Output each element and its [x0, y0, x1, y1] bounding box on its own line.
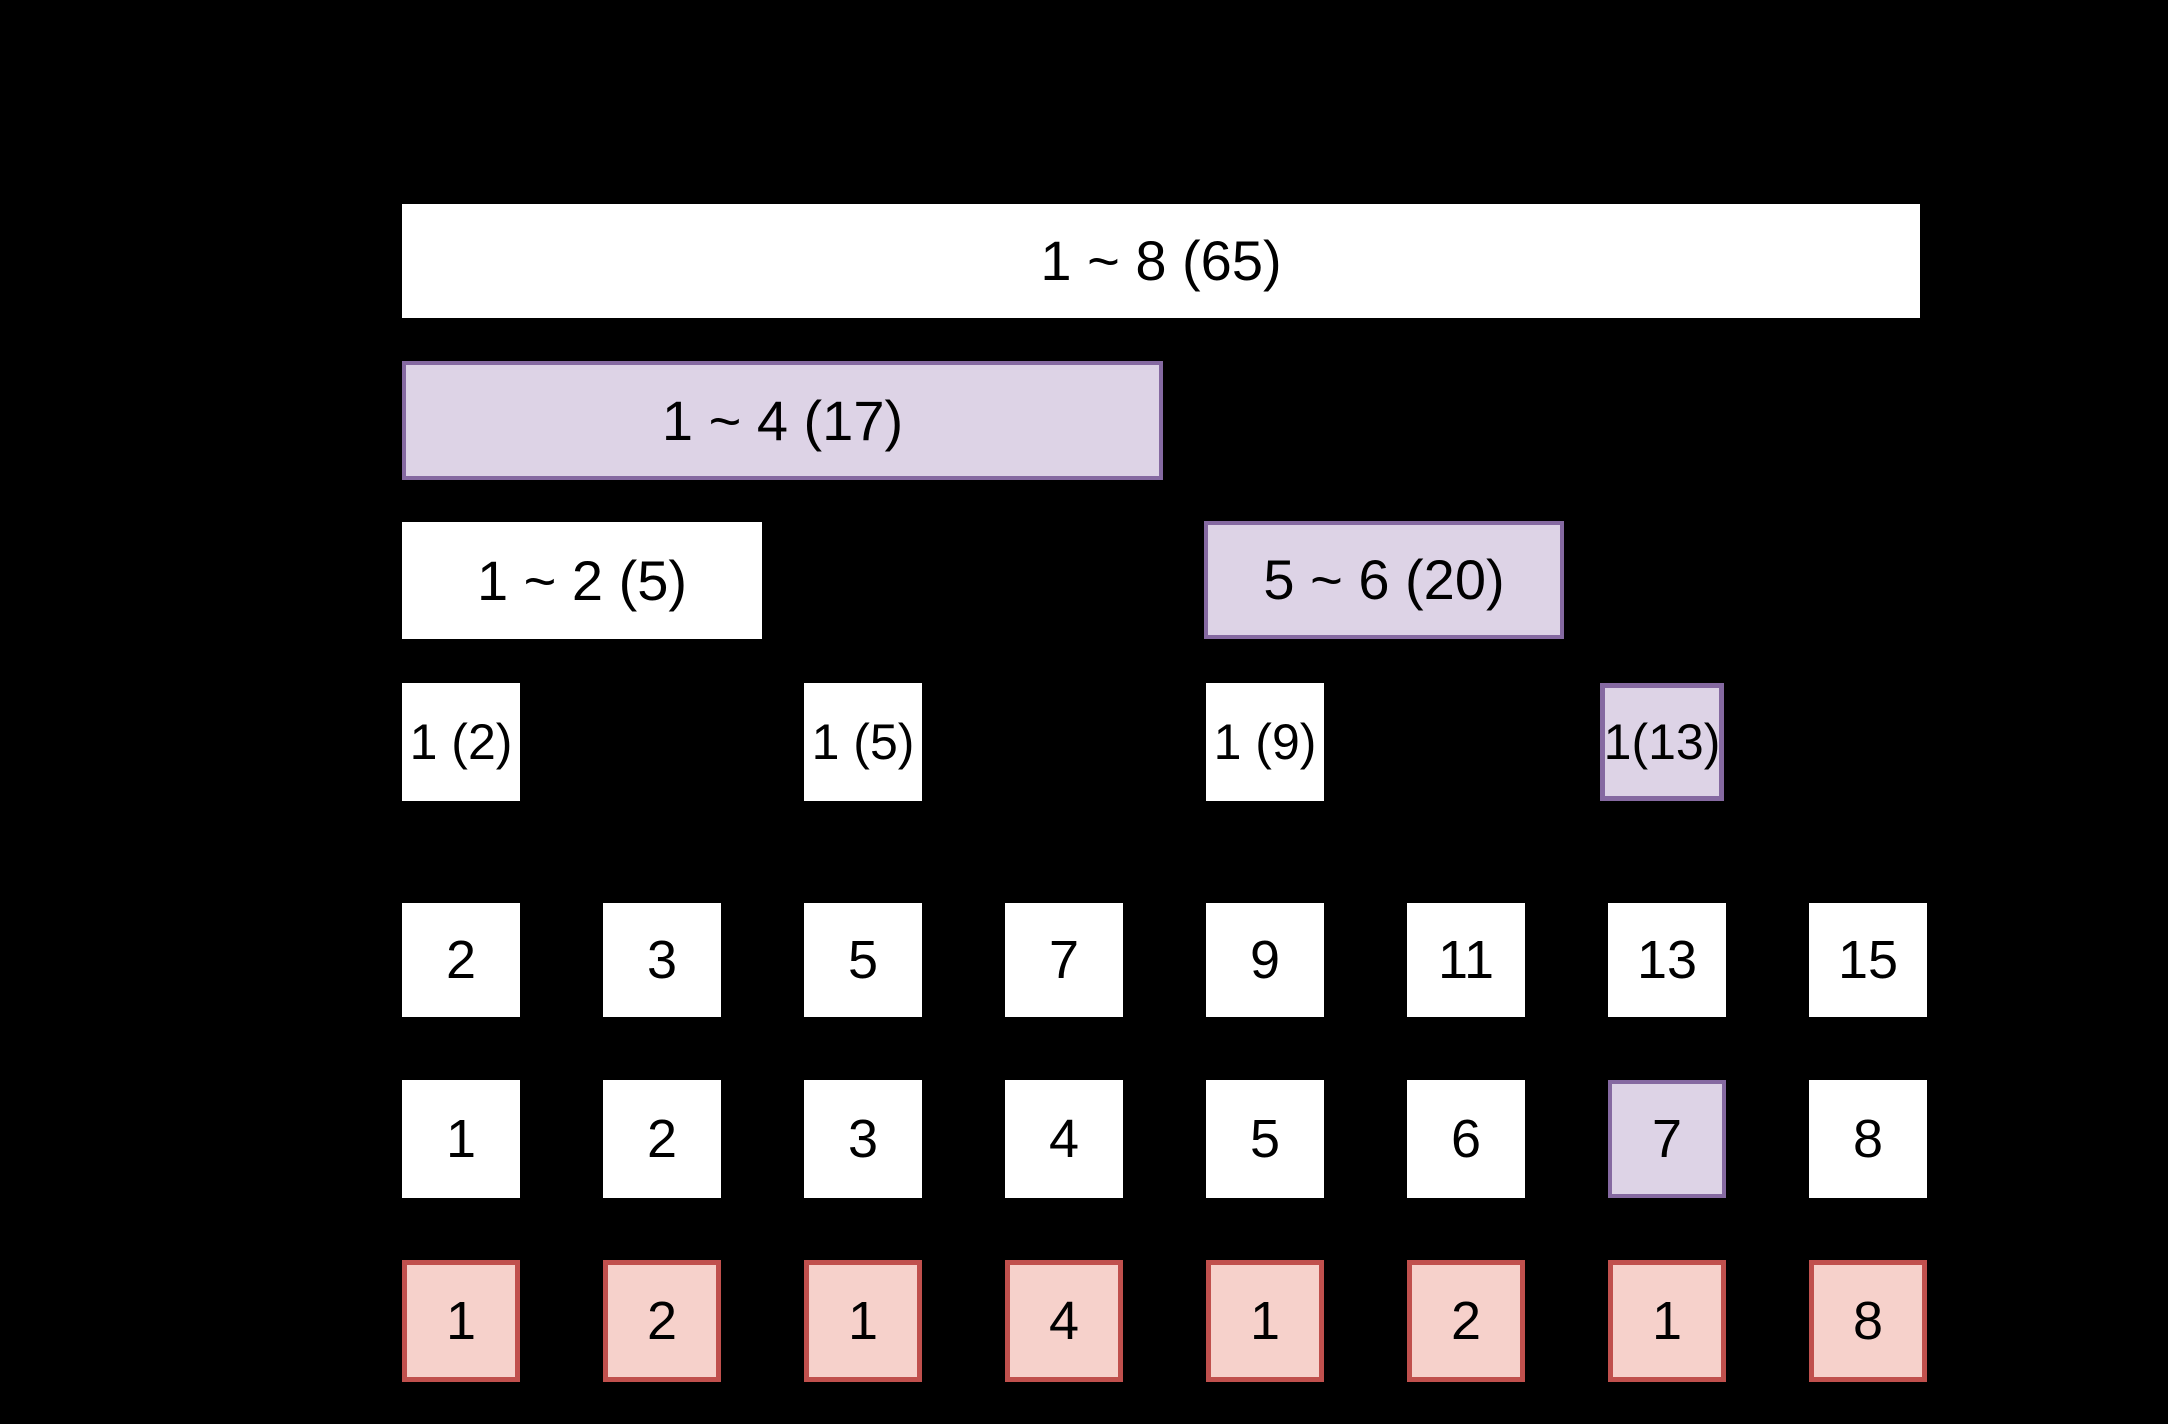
lowbit-cell: 8 — [1809, 1260, 1927, 1382]
value-cell: 9 — [1206, 903, 1324, 1017]
tree-node-leaf-7: 1(13) — [1600, 683, 1724, 801]
value-cell: 5 — [804, 903, 922, 1017]
tree-node-leaf-1: 1 (2) — [402, 683, 520, 801]
lowbit-cell: 2 — [603, 1260, 721, 1382]
lowbit-cell: 1 — [1206, 1260, 1324, 1382]
lowbit-cell: 1 — [1608, 1260, 1726, 1382]
tree-node-range-1-2: 1 ~ 2 (5) — [402, 522, 762, 639]
index-cell: 6 — [1407, 1080, 1525, 1198]
value-cell: 15 — [1809, 903, 1927, 1017]
tree-node-leaf-3: 1 (5) — [804, 683, 922, 801]
value-cell: 7 — [1005, 903, 1123, 1017]
tree-node-range-1-8: 1 ~ 8 (65) — [402, 204, 1920, 318]
value-cell: 2 — [402, 903, 520, 1017]
lowbit-cell: 4 — [1005, 1260, 1123, 1382]
lowbit-cell: 2 — [1407, 1260, 1525, 1382]
index-cell: 3 — [804, 1080, 922, 1198]
index-cell: 4 — [1005, 1080, 1123, 1198]
index-cell: 2 — [603, 1080, 721, 1198]
tree-node-range-1-4: 1 ~ 4 (17) — [402, 361, 1163, 480]
value-cell: 3 — [603, 903, 721, 1017]
tree-node-range-5-6: 5 ~ 6 (20) — [1204, 521, 1564, 639]
value-cell: 11 — [1407, 903, 1525, 1017]
value-cell: 13 — [1608, 903, 1726, 1017]
lowbit-cell: 1 — [804, 1260, 922, 1382]
index-cell: 1 — [402, 1080, 520, 1198]
lowbit-cell: 1 — [402, 1260, 520, 1382]
tree-node-leaf-5: 1 (9) — [1206, 683, 1324, 801]
index-cell: 5 — [1206, 1080, 1324, 1198]
index-cell: 8 — [1809, 1080, 1927, 1198]
index-cell-highlighted: 7 — [1608, 1080, 1726, 1198]
